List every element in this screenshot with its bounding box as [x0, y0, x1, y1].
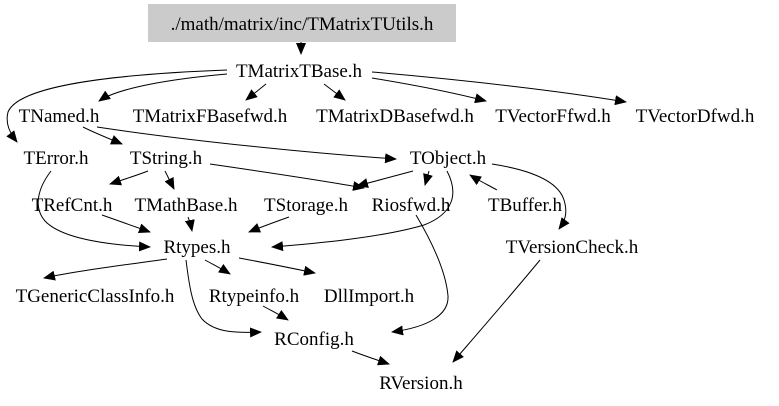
- edge-tstring-to-tmathbase: [164, 170, 175, 190]
- root-node-box: [148, 4, 456, 42]
- node-rconfig[interactable]: RConfig.h: [274, 329, 354, 350]
- node-root: ./math/matrix/inc/TMatrixTUtils.h: [171, 14, 434, 35]
- edge-tobject-to-riosfwd: [423, 170, 433, 186]
- node-tvectorffwd[interactable]: TVectorFfwd.h: [495, 106, 611, 127]
- node-tmatrixfbasefwd[interactable]: TMatrixFBasefwd.h: [133, 106, 288, 127]
- edge-riosfwd-to-rconfig: [391, 214, 449, 336]
- edge-tmatrixtbase-to-tmatrixfbasefwd: [245, 83, 267, 101]
- node-tversioncheck[interactable]: TVersionCheck.h: [506, 237, 639, 258]
- node-tgenericclassinfo[interactable]: TGenericClassInfo.h: [16, 286, 175, 307]
- edge-tstring-to-trefcnt: [109, 170, 149, 186]
- node-tmatrixtbase[interactable]: TMatrixTBase.h: [236, 61, 363, 82]
- node-rtypeinfo[interactable]: Rtypeinfo.h: [209, 286, 300, 307]
- node-tvectordfwd[interactable]: TVectorDfwd.h: [636, 106, 755, 127]
- edge-tobject-to-tstorage: [356, 170, 414, 188]
- edge-rconfig-to-rversion: [351, 350, 390, 366]
- edge-rtypes-to-tgenericclassinfo: [43, 258, 168, 281]
- node-rversion[interactable]: RVersion.h: [379, 373, 463, 394]
- node-tbuffer[interactable]: TBuffer.h: [488, 195, 563, 216]
- edge-tmatrixtbase-to-terror: [6, 69, 228, 143]
- edge-rtypes-to-dllimport: [238, 257, 316, 276]
- node-tmatrixdbasefwd[interactable]: TMatrixDBasefwd.h: [316, 106, 474, 127]
- node-tmathbase[interactable]: TMathBase.h: [135, 195, 238, 216]
- edge-trefcnt-to-rtypes: [101, 214, 151, 234]
- edge-tbuffer-to-tobject: [469, 174, 498, 191]
- edge-layer: [6, 42, 627, 366]
- node-trefcnt[interactable]: TRefCnt.h: [32, 195, 113, 216]
- edge-rtypeinfo-to-rconfig: [262, 305, 289, 321]
- edge-tobject-to-rtypes: [271, 170, 454, 252]
- edge-rtypes-to-rtypeinfo: [204, 259, 231, 275]
- edge-tversioncheck-to-rversion: [452, 259, 541, 363]
- node-tstorage[interactable]: TStorage.h: [264, 195, 348, 216]
- edge-tmatrixtbase-to-tvectorffwd: [371, 77, 487, 104]
- node-layer: ./math/matrix/inc/TMatrixTUtils.h TMatri…: [16, 4, 755, 394]
- edge-tobject-to-tversioncheck: [491, 163, 570, 230]
- node-riosfwd[interactable]: Riosfwd.h: [372, 195, 451, 216]
- node-tobject[interactable]: TObject.h: [410, 148, 487, 169]
- node-rtypes[interactable]: Rtypes.h: [163, 237, 231, 258]
- edge-tstorage-to-rtypes: [248, 216, 290, 233]
- edge-tmatrixtbase-to-tmatrixdbasefwd: [323, 83, 346, 101]
- edge-terror-to-rtypes: [37, 170, 151, 252]
- edge-tnamed-to-tobject: [96, 126, 397, 164]
- node-dllimport[interactable]: DllImport.h: [324, 286, 415, 307]
- edge-tstring-to-riosfwd: [209, 163, 365, 191]
- edge-tmathbase-to-rtypes: [184, 216, 195, 232]
- edge-rtypes-to-rconfig: [185, 259, 262, 338]
- node-tstring[interactable]: TString.h: [130, 148, 203, 169]
- edge-tnamed-to-tstring: [82, 126, 123, 145]
- edge-tmatrixtbase-to-tnamed: [98, 73, 228, 102]
- node-terror[interactable]: TError.h: [24, 148, 89, 169]
- node-tnamed[interactable]: TNamed.h: [19, 106, 100, 127]
- edge-tmatrixtbase-to-tvectordfwd: [371, 71, 627, 106]
